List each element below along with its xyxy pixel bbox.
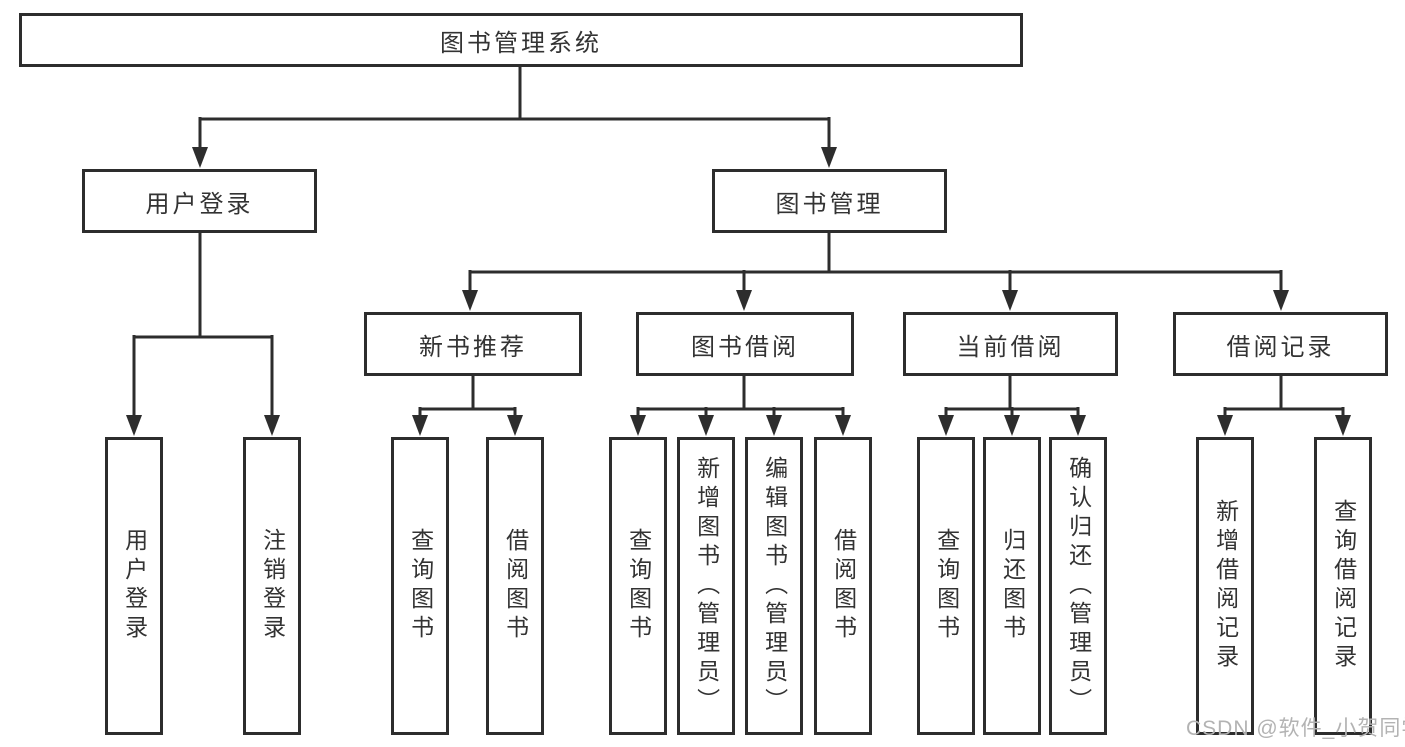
leaf-query-books-current: 查询图书 [917, 437, 975, 735]
node-user-login-label: 用户登录 [145, 190, 254, 218]
csdn-watermark: CSDN @软件_小贺同学 [1186, 717, 1405, 740]
leaf-query-books-recommend: 查询图书 [391, 437, 449, 735]
leaf-add-books-admin-label: 新增图书（管理员） [693, 455, 720, 717]
leaf-add-borrow-record: 新增借阅记录 [1196, 437, 1254, 735]
node-user-login: 用户登录 [82, 169, 317, 233]
leaf-logout: 注销登录 [243, 437, 301, 735]
leaf-add-borrow-record-label: 新增借阅记录 [1212, 499, 1239, 673]
leaf-borrow-books-label: 借阅图书 [830, 528, 857, 644]
node-library-system: 图书管理系统 [19, 13, 1023, 67]
node-borrowing-records: 借阅记录 [1173, 312, 1388, 376]
node-book-management: 图书管理 [712, 169, 947, 233]
node-borrowing-records-label: 借阅记录 [1226, 333, 1335, 361]
node-new-book-recommendation-label: 新书推荐 [419, 333, 527, 361]
leaf-edit-books-admin: 编辑图书（管理员） [745, 437, 803, 735]
leaf-query-books-borrow: 查询图书 [609, 437, 667, 735]
node-current-borrowing-label: 当前借阅 [956, 333, 1065, 361]
leaf-query-books-recommend-label: 查询图书 [407, 528, 434, 644]
leaf-logout-label: 注销登录 [259, 528, 286, 644]
leaf-query-books-current-label: 查询图书 [933, 528, 960, 644]
node-book-borrowing-label: 图书借阅 [691, 333, 799, 361]
node-library-system-label: 图书管理系统 [440, 29, 602, 57]
node-new-book-recommendation: 新书推荐 [364, 312, 582, 376]
node-current-borrowing: 当前借阅 [903, 312, 1118, 376]
leaf-return-books: 归还图书 [983, 437, 1041, 735]
leaf-query-borrow-record: 查询借阅记录 [1314, 437, 1372, 735]
leaf-query-books-borrow-label: 查询图书 [625, 528, 652, 644]
leaf-user-login: 用户登录 [105, 437, 163, 735]
leaf-add-books-admin: 新增图书（管理员） [677, 437, 735, 735]
leaf-return-books-label: 归还图书 [999, 528, 1026, 644]
leaf-confirm-return-admin-label: 确认归还（管理员） [1065, 455, 1092, 717]
leaf-confirm-return-admin: 确认归还（管理员） [1049, 437, 1107, 735]
leaf-edit-books-admin-label: 编辑图书（管理员） [761, 455, 788, 717]
node-book-borrowing: 图书借阅 [636, 312, 854, 376]
arrowheads [126, 147, 1351, 436]
leaf-query-borrow-record-label: 查询借阅记录 [1330, 499, 1357, 673]
tree-edges [132, 67, 1345, 418]
node-book-management-label: 图书管理 [775, 190, 884, 218]
leaf-borrow-books: 借阅图书 [814, 437, 872, 735]
leaf-user-login-label: 用户登录 [121, 528, 148, 644]
leaf-borrow-books-recommend: 借阅图书 [486, 437, 544, 735]
leaf-borrow-books-recommend-label: 借阅图书 [502, 528, 529, 644]
